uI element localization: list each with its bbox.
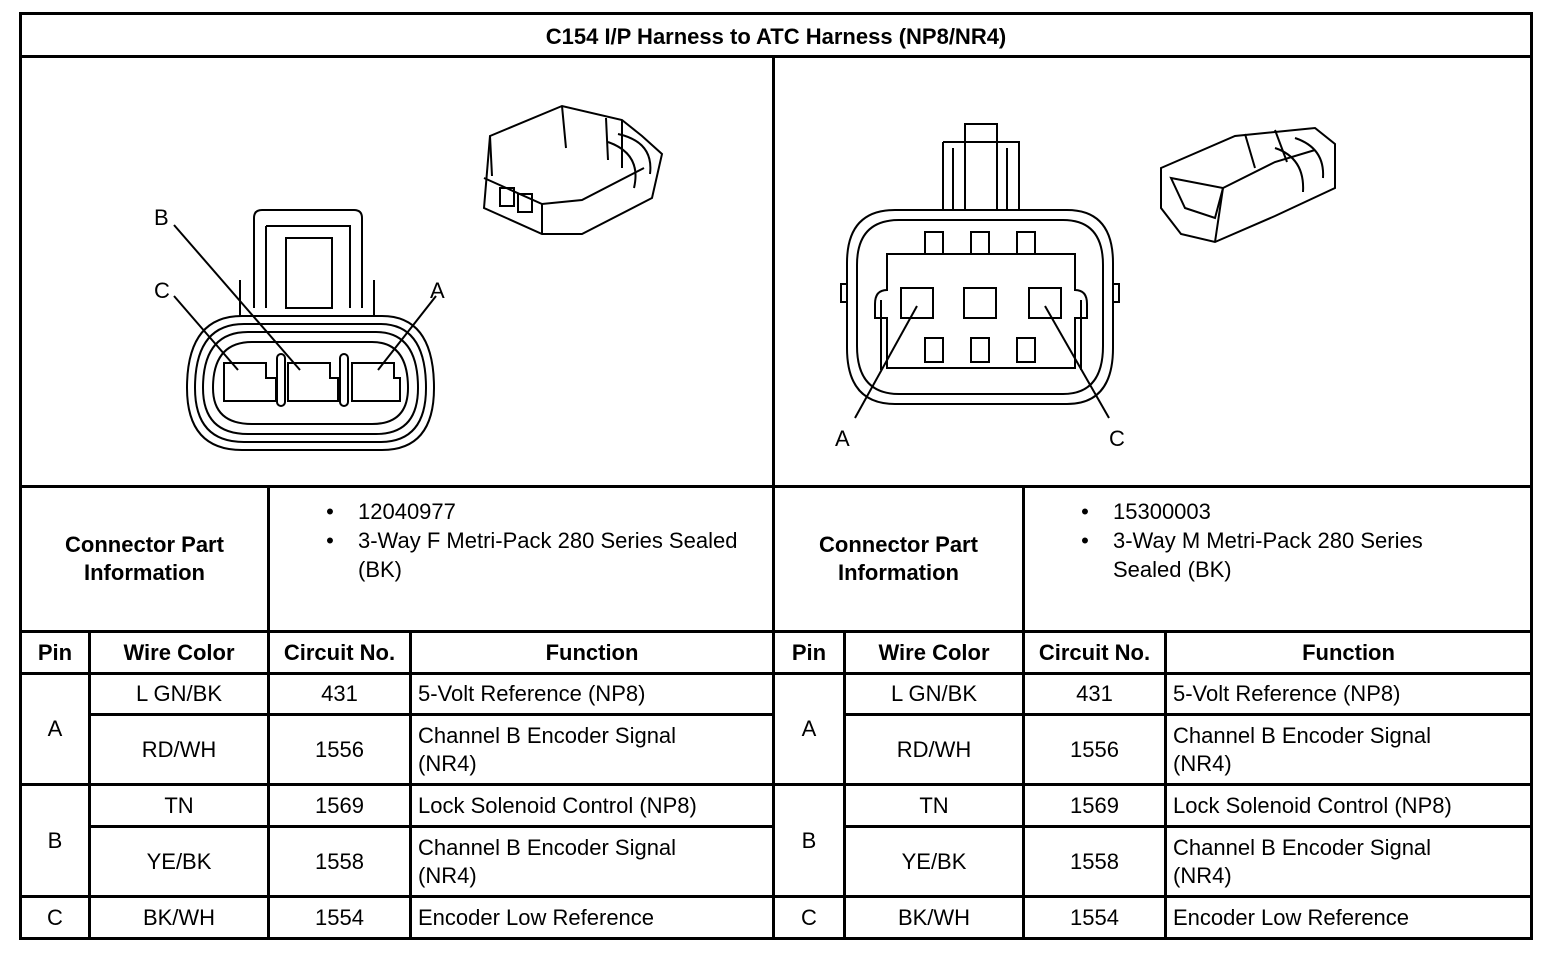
header-wire-color: Wire Color bbox=[878, 639, 990, 665]
function: Lock Solenoid Control (NP8) bbox=[1173, 792, 1452, 818]
divider bbox=[19, 55, 1533, 58]
header-circuit-no: Circuit No. bbox=[1038, 639, 1151, 665]
circuit-no: 1558 bbox=[1070, 848, 1119, 874]
header-circuit-no: Circuit No. bbox=[283, 639, 396, 665]
circuit-no: 431 bbox=[321, 681, 358, 706]
wire-color: BK/WH bbox=[142, 905, 216, 930]
wire-color: YE/BK bbox=[901, 848, 967, 874]
wire-color: L GN/BK bbox=[891, 681, 977, 706]
circuit-no: 1558 bbox=[315, 848, 364, 874]
header-pin: Pin bbox=[37, 639, 73, 665]
divider bbox=[19, 783, 1533, 786]
function: 5-Volt Reference (NP8) bbox=[418, 681, 646, 706]
wire-color: TN bbox=[919, 792, 949, 818]
divider bbox=[19, 895, 1533, 898]
divider bbox=[88, 825, 774, 828]
divider bbox=[19, 630, 1533, 633]
wire-color: RD/WH bbox=[896, 736, 972, 762]
pin-cell: C bbox=[801, 905, 817, 930]
function: Encoder Low Reference bbox=[1173, 905, 1410, 930]
male-connector-isometric-sketch bbox=[1160, 126, 1336, 244]
male-connector-face-diagram: A C bbox=[835, 123, 1336, 451]
wire-color: L GN/BK bbox=[136, 681, 222, 706]
divider bbox=[843, 713, 1533, 716]
divider bbox=[1022, 485, 1025, 940]
part-description: 3-Way F Metri-Pack 280 Series Sealed (BK… bbox=[358, 528, 738, 582]
circuit-no: 431 bbox=[1076, 681, 1113, 706]
wire-color: TN bbox=[164, 792, 194, 818]
female-connector-face-diagram: B C A bbox=[154, 104, 664, 451]
function: Channel B Encoder Signal (NR4) bbox=[418, 834, 677, 888]
divider bbox=[843, 630, 846, 940]
connector-part-info-label: Connector Part Information bbox=[65, 532, 224, 585]
part-description: 3-Way M Metri-Pack 280 Series Sealed (BK… bbox=[1113, 528, 1423, 582]
pin-label-c: C bbox=[1109, 426, 1125, 451]
bullet-icon: • bbox=[1081, 499, 1089, 524]
connector-sheet: C154 I/P Harness to ATC Harness (NP8/NR4… bbox=[19, 12, 1533, 940]
function: Channel B Encoder Signal (NR4) bbox=[1173, 834, 1432, 888]
bullet-icon: • bbox=[1081, 528, 1089, 553]
function: Lock Solenoid Control (NP8) bbox=[418, 792, 697, 818]
divider bbox=[19, 672, 1533, 675]
pin-label-a: A bbox=[835, 426, 850, 451]
connector-part-info: • 15300003 • 3-Way M Metri-Pack 280 Series… bbox=[1057, 497, 1513, 584]
divider bbox=[843, 825, 1533, 828]
circuit-no: 1569 bbox=[315, 792, 364, 818]
header-function: Function bbox=[1302, 639, 1395, 665]
pin-cell: B bbox=[47, 827, 63, 853]
page-title: C154 I/P Harness to ATC Harness (NP8/NR4… bbox=[545, 24, 1007, 49]
wire-color: BK/WH bbox=[897, 905, 971, 930]
header-wire-color: Wire Color bbox=[123, 639, 235, 665]
divider bbox=[772, 55, 775, 940]
part-number: 15300003 bbox=[1113, 499, 1211, 524]
pin-cell: A bbox=[47, 716, 63, 741]
connector-part-info-label: Connector Part Information bbox=[819, 532, 978, 585]
function: Encoder Low Reference bbox=[418, 905, 655, 930]
divider bbox=[1164, 630, 1167, 940]
divider bbox=[88, 630, 91, 940]
pin-cell: C bbox=[47, 905, 63, 930]
bullet-icon: • bbox=[326, 499, 334, 524]
divider bbox=[88, 713, 774, 716]
wire-color: RD/WH bbox=[141, 736, 217, 762]
circuit-no: 1556 bbox=[1070, 736, 1119, 762]
function: Channel B Encoder Signal (NR4) bbox=[1173, 722, 1432, 776]
header-pin: Pin bbox=[791, 639, 827, 665]
bullet-icon: • bbox=[326, 528, 334, 553]
divider bbox=[19, 485, 1533, 488]
divider bbox=[267, 485, 270, 940]
pin-label-c: C bbox=[154, 278, 170, 303]
pin-label-b: B bbox=[154, 205, 169, 230]
wire-color: YE/BK bbox=[146, 848, 212, 874]
connector-part-info: • 12040977 • 3-Way F Metri-Pack 280 Series… bbox=[302, 497, 758, 584]
pin-label-a: A bbox=[430, 278, 445, 303]
pin-cell: A bbox=[801, 716, 817, 741]
circuit-no: 1554 bbox=[1070, 905, 1119, 930]
part-number: 12040977 bbox=[358, 499, 456, 524]
function: 5-Volt Reference (NP8) bbox=[1173, 681, 1401, 706]
pin-cell: B bbox=[801, 827, 817, 853]
female-connector-isometric-sketch bbox=[482, 104, 664, 235]
divider bbox=[409, 630, 412, 940]
circuit-no: 1556 bbox=[315, 736, 364, 762]
header-function: Function bbox=[545, 639, 639, 665]
circuit-no: 1554 bbox=[315, 905, 364, 930]
circuit-no: 1569 bbox=[1070, 792, 1119, 818]
function: Channel B Encoder Signal (NR4) bbox=[418, 722, 677, 776]
